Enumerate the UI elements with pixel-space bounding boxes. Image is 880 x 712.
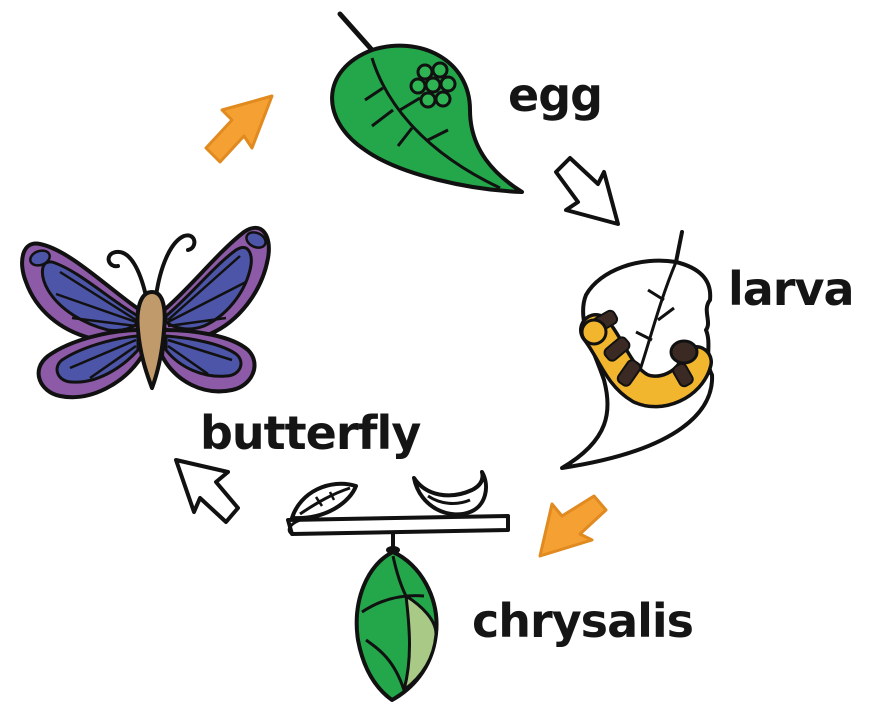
caterpillar-on-leaf-icon bbox=[562, 232, 712, 468]
larva-label: larva bbox=[728, 266, 854, 312]
butterfly-icon bbox=[22, 228, 269, 397]
chrysalis-label: chrysalis bbox=[472, 598, 693, 644]
butterfly-label: butterfly bbox=[200, 410, 420, 456]
egg-label: egg bbox=[508, 72, 602, 118]
leaf-with-eggs-icon bbox=[332, 14, 522, 192]
arrow-egg-to-larva-icon bbox=[556, 158, 618, 224]
arrow-larva-to-chrysalis-icon bbox=[540, 496, 606, 556]
chrysalis-icon bbox=[288, 472, 508, 700]
arrow-butterfly-to-egg-icon bbox=[206, 96, 272, 162]
arrow-chrysalis-to-butterfly-icon bbox=[176, 460, 238, 522]
